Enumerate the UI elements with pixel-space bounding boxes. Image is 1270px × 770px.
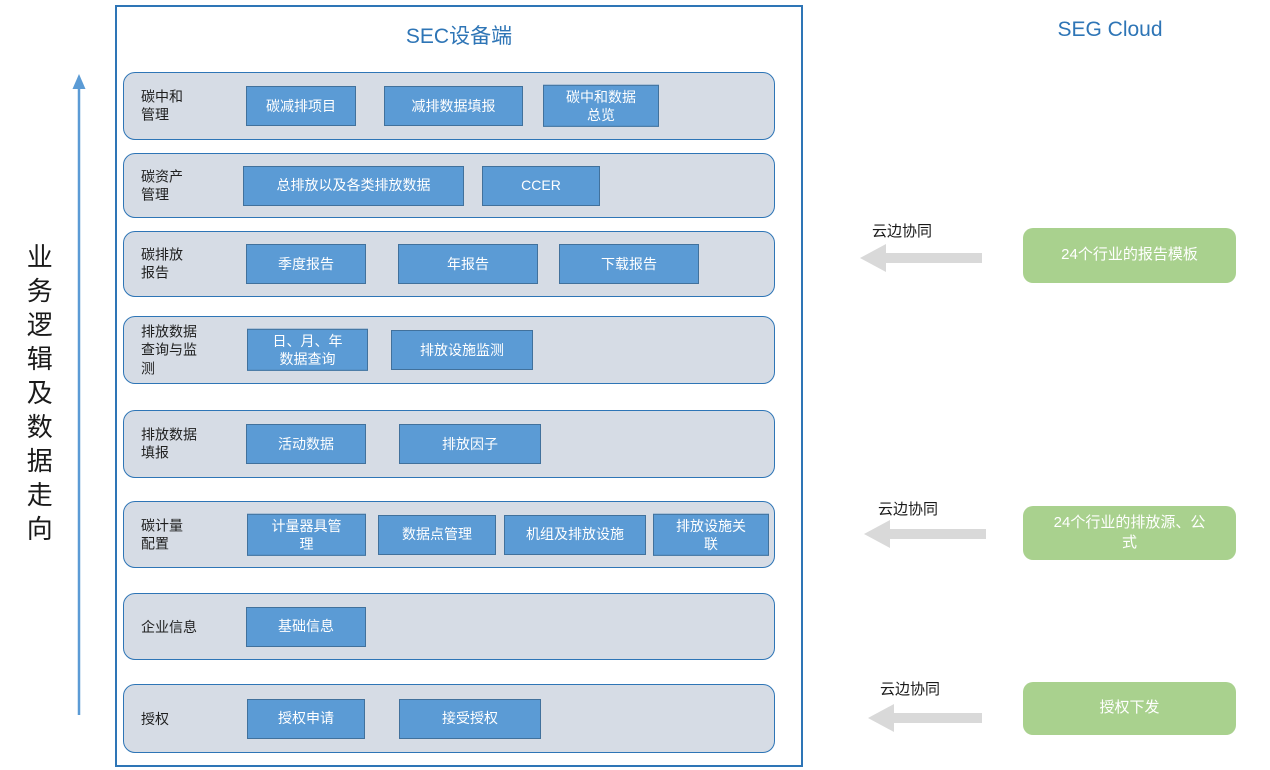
seg-cloud-title: SEG Cloud	[1057, 18, 1163, 41]
module-button: 数据点管理	[378, 514, 496, 555]
row-label: 企业信息	[141, 618, 197, 635]
flow-up-arrow-icon	[72, 74, 86, 715]
row-emission-query-monitor: 排放数据 查询与监 测 日、月、年 数据查询 排放设施监测	[123, 316, 775, 384]
row-label: 排放数据 查询与监 测	[141, 323, 197, 377]
left-arrow-icon	[860, 244, 982, 272]
cloud-sync-label: 云边协同	[880, 681, 941, 698]
module-button: 季度报告	[246, 244, 366, 284]
cloud-capability-box: 授权下发	[1023, 682, 1236, 735]
row-carbon-neutrality: 碳中和 管理 碳减排项目 减排数据填报 碳中和数据 总览	[123, 72, 775, 140]
row-label: 碳资产 管理	[141, 168, 183, 203]
module-button: 日、月、年 数据查询	[247, 328, 368, 372]
module-button: CCER	[482, 165, 600, 206]
module-button: 碳中和数据 总览	[543, 84, 659, 128]
module-button: 授权申请	[247, 698, 365, 739]
module-button: 总排放以及各类排放数据	[243, 165, 464, 206]
cloud-capability-box: 24个行业的报告模板	[1023, 228, 1236, 283]
cloud-sync-label: 云边协同	[872, 223, 933, 240]
module-button: 年报告	[398, 244, 538, 284]
row-label: 碳排放 报告	[141, 246, 183, 281]
module-button: 接受授权	[399, 698, 541, 739]
module-button: 减排数据填报	[384, 86, 523, 126]
sec-device-title: SEC设备端	[405, 25, 513, 48]
cloud-capability-box: 24个行业的排放源、公 式	[1023, 506, 1236, 560]
left-arrow-icon	[868, 704, 982, 732]
left-arrow-icon	[864, 520, 986, 548]
row-carbon-assets: 碳资产 管理 总排放以及各类排放数据 CCER	[123, 153, 775, 218]
row-emission-data-entry: 排放数据 填报 活动数据 排放因子	[123, 410, 775, 478]
flow-direction-label: 业务逻辑及数据走向	[23, 243, 54, 549]
module-button: 排放设施监测	[391, 330, 533, 370]
module-button: 排放设施关 联	[653, 513, 769, 556]
module-button: 碳减排项目	[246, 86, 356, 126]
cloud-sync-label: 云边协同	[878, 501, 939, 518]
module-button: 基础信息	[246, 606, 366, 647]
row-label: 碳中和 管理	[141, 88, 183, 123]
module-button: 活动数据	[246, 424, 366, 464]
module-button: 下载报告	[559, 244, 699, 284]
module-button: 计量器具管 理	[247, 513, 366, 556]
row-label: 排放数据 填报	[141, 426, 197, 461]
row-emission-report: 碳排放 报告 季度报告 年报告 下载报告	[123, 231, 775, 297]
row-carbon-metering-config: 碳计量 配置 计量器具管 理 数据点管理 机组及排放设施 排放设施关 联	[123, 501, 775, 568]
module-button: 机组及排放设施	[504, 514, 646, 555]
row-authorization: 授权 授权申请 接受授权	[123, 684, 775, 753]
sec-device-panel: SEC设备端 碳中和 管理 碳减排项目 减排数据填报 碳中和数据 总览 碳资产 …	[115, 5, 803, 767]
row-enterprise-info: 企业信息 基础信息	[123, 593, 775, 660]
module-button: 排放因子	[399, 424, 541, 464]
row-label: 授权	[141, 710, 169, 727]
row-label: 碳计量 配置	[141, 517, 183, 552]
